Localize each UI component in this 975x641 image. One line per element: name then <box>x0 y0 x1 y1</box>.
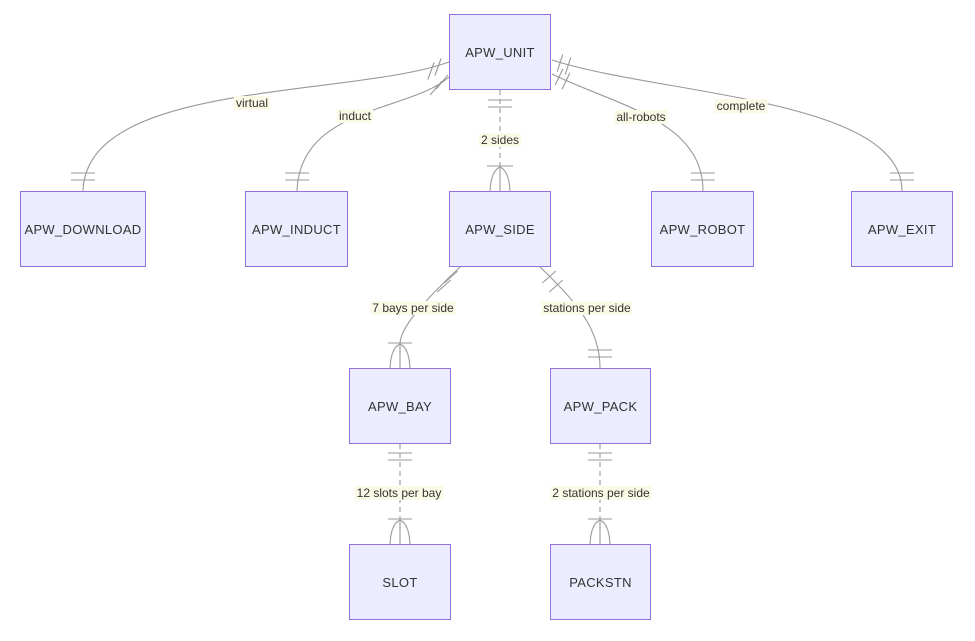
cardinality-one-or-more-slot <box>388 518 412 545</box>
entity-apw-unit: APW_UNIT <box>449 14 551 90</box>
cardinality-one-or-more-bay <box>388 342 412 369</box>
edge-unit-robot <box>551 68 715 192</box>
entity-slot: SLOT <box>349 544 451 620</box>
entity-apw-exit: APW_EXIT <box>851 191 953 267</box>
relationship-label-stations-per-side: stations per side <box>541 301 633 315</box>
cardinality-exactly-one-bay-bottom <box>388 452 412 461</box>
edge-side-pack <box>539 266 612 369</box>
cardinality-exactly-one-download <box>71 172 95 181</box>
relationship-label-7-bays-per-side: 7 bays per side <box>370 301 456 315</box>
entity-apw-robot: APW_ROBOT <box>651 191 754 267</box>
cardinality-exactly-one-unit-side-right1 <box>554 68 571 90</box>
edge-bay-slot <box>388 444 412 545</box>
edge-side-bay <box>388 266 461 369</box>
cardinality-exactly-one-exit <box>890 172 914 181</box>
entity-apw-download: APW_DOWNLOAD <box>20 191 146 267</box>
edge-unit-download <box>71 58 450 192</box>
relationship-label-12-slots-per-bay: 12 slots per bay <box>354 486 444 500</box>
cardinality-one-or-more-packstn <box>588 518 612 545</box>
edge-unit-side <box>487 90 513 192</box>
entity-apw-side: APW_SIDE <box>449 191 551 267</box>
cardinality-exactly-one-side-bottom-left <box>436 270 459 293</box>
cardinality-exactly-one-unit-side-left1 <box>427 58 442 80</box>
cardinality-exactly-one-pack <box>588 349 612 358</box>
relationship-label-2-stations-per-side: 2 stations per side <box>550 486 652 500</box>
cardinality-exactly-one-robot <box>691 172 715 181</box>
cardinality-exactly-one-unit-side-left2 <box>429 74 449 96</box>
relationship-label-induct: induct <box>336 109 374 123</box>
edge-unit-induct <box>285 74 450 192</box>
edge-pack-packstn <box>588 444 612 545</box>
cardinality-exactly-one-pack-bottom <box>588 452 612 461</box>
cardinality-exactly-one-induct <box>285 172 309 181</box>
relationship-label-virtual: virtual <box>233 96 271 110</box>
cardinality-exactly-one-unit-side-right2 <box>556 54 572 75</box>
entity-apw-bay: APW_BAY <box>349 368 451 444</box>
edge-unit-exit <box>551 54 914 192</box>
relationship-label-2-sides: 2 sides <box>478 133 522 147</box>
relationship-label-complete: complete <box>714 99 768 113</box>
entity-packstn: PACKSTN <box>550 544 651 620</box>
cardinality-one-or-more-side <box>487 165 513 192</box>
entity-apw-pack: APW_PACK <box>550 368 651 444</box>
cardinality-exactly-one-unit-bottom <box>488 99 512 108</box>
cardinality-exactly-one-side-bottom-right <box>541 270 564 293</box>
relationship-label-all-robots: all-robots <box>614 110 668 124</box>
entity-apw-induct: APW_INDUCT <box>245 191 348 267</box>
